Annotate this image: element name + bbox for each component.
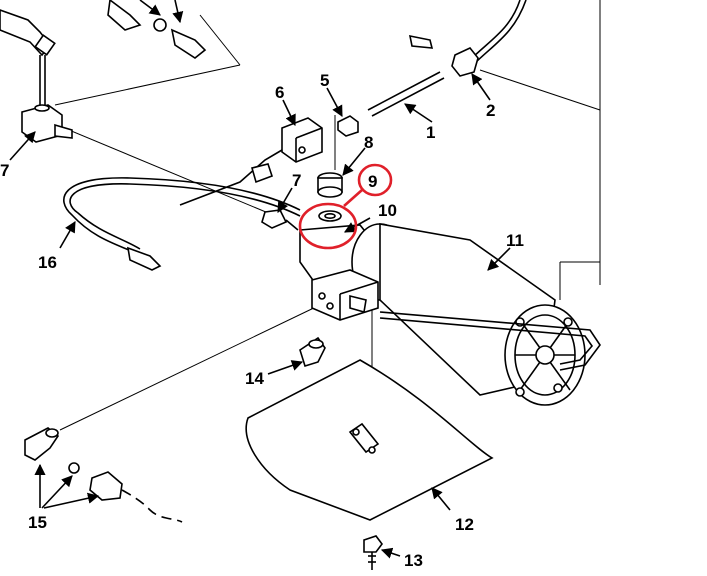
top-left-fittings <box>0 0 207 105</box>
callout-5: 5 <box>320 71 329 90</box>
highlight-marks <box>298 163 393 250</box>
callout-14: 14 <box>245 369 264 388</box>
highlight-circle-callout-9 <box>357 163 393 197</box>
callout-labels: 1 2 5 6 7 7 8 9 10 11 12 13 14 15 16 <box>0 71 524 570</box>
fitting-8 <box>317 172 343 198</box>
block-6 <box>179 117 323 206</box>
nut-5 <box>337 115 359 137</box>
plate-12 <box>245 359 494 521</box>
callout-6: 6 <box>275 83 284 102</box>
callout-15: 15 <box>28 513 47 532</box>
callout-7-middle: 7 <box>292 171 301 190</box>
callout-11: 11 <box>506 231 524 250</box>
elbow-14 <box>299 336 326 367</box>
hose-16 <box>63 177 301 271</box>
fittings-15 <box>24 427 183 523</box>
rod-1 <box>367 0 527 117</box>
callout-1: 1 <box>426 123 435 142</box>
highlight-connector <box>343 189 363 207</box>
callout-arrows <box>9 73 511 559</box>
callout-10: 10 <box>378 201 397 220</box>
highlight-circle-washers <box>298 202 358 250</box>
gear-head <box>311 269 379 321</box>
callout-13: 13 <box>404 551 423 570</box>
bolt-13 <box>363 535 383 570</box>
tee-fitting <box>21 104 73 143</box>
callout-8: 8 <box>364 133 373 152</box>
callout-9: 9 <box>368 172 377 191</box>
callout-2: 2 <box>486 101 495 120</box>
callout-7-left: 7 <box>0 161 9 180</box>
callout-16: 16 <box>38 253 57 272</box>
callout-12: 12 <box>455 515 474 534</box>
washer-9 <box>318 210 342 222</box>
